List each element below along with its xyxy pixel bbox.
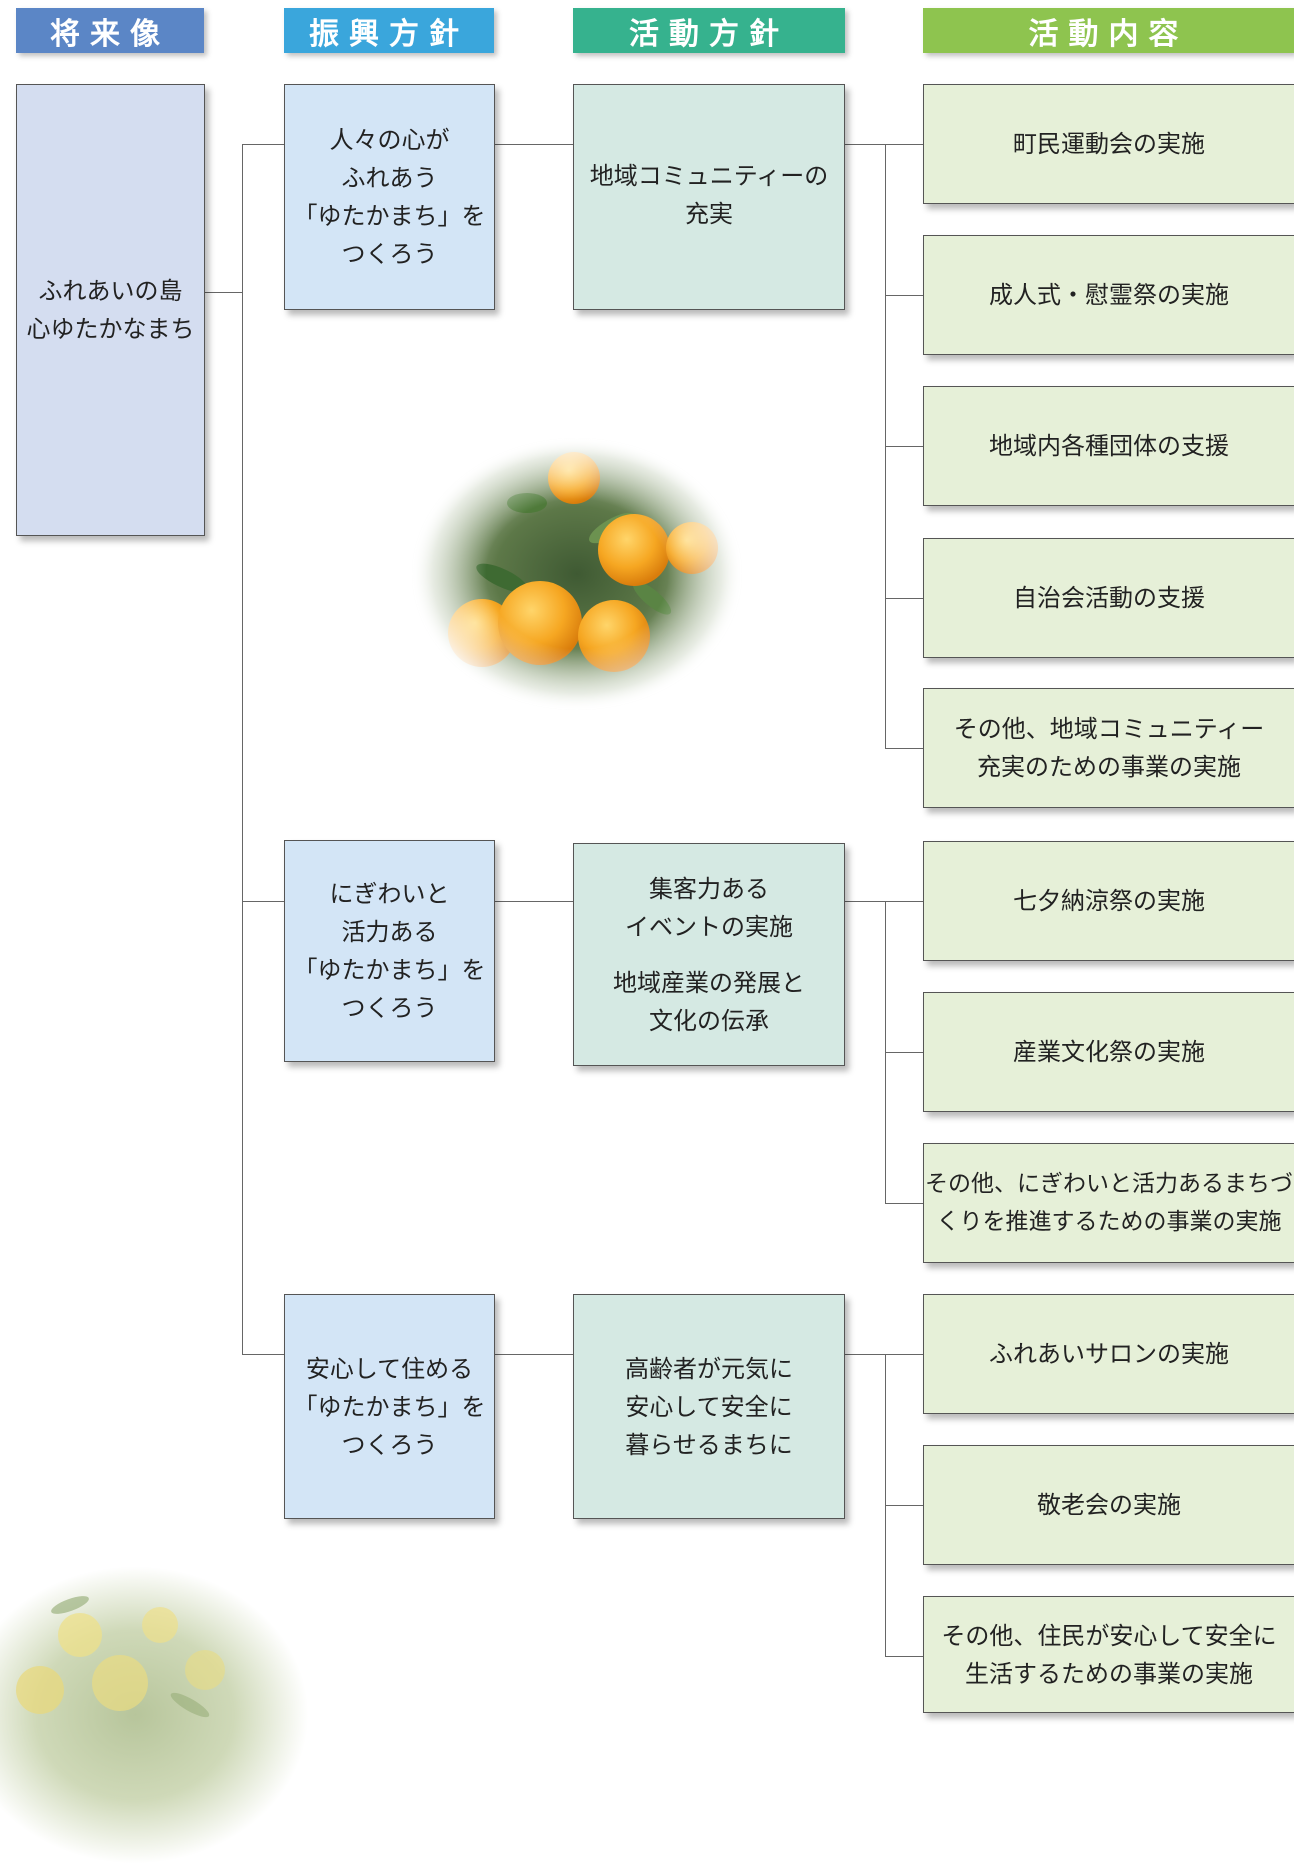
header-activity-content: 活動内容 bbox=[923, 8, 1294, 53]
citrus-photo-corner bbox=[0, 1565, 310, 1865]
promotion-box: 人々の心が ふれあう 「ゆたかまち」を つくろう bbox=[284, 84, 495, 310]
activity-content-text: ふれあいサロンの実施 bbox=[989, 1340, 1229, 1368]
activity-content-box: 地域内各種団体の支援 bbox=[923, 386, 1294, 506]
activity-content-text: 産業文化祭の実施 bbox=[1013, 1038, 1205, 1066]
activity-content-box: 産業文化祭の実施 bbox=[923, 992, 1294, 1112]
activity-content-box: 自治会活動の支援 bbox=[923, 538, 1294, 658]
connector-content-1-1 bbox=[885, 1052, 923, 1053]
activity-content-text: 七夕納涼祭の実施 bbox=[1013, 887, 1205, 915]
activity-content-text: その他、住民が安心して安全に 生活するための事業の実施 bbox=[941, 1621, 1277, 1688]
header-promotion-policy: 振興方針 bbox=[284, 8, 494, 53]
promotion-box: 安心して住める 「ゆたかまち」を つくろう bbox=[284, 1294, 495, 1519]
connector-content-2-0 bbox=[885, 1354, 923, 1355]
activity-content-box: 七夕納涼祭の実施 bbox=[923, 841, 1294, 961]
activity-policy-box: 集客力ある イベントの実施 地域産業の発展と 文化の伝承 bbox=[573, 843, 845, 1066]
activity-content-text: 地域内各種団体の支援 bbox=[989, 432, 1229, 460]
lemon-fruit-icon bbox=[16, 1596, 225, 1718]
vision-text: ふれあいの島 心ゆたかなまち bbox=[26, 277, 195, 343]
promotion-box: にぎわいと 活力ある 「ゆたかまち」を つくろう bbox=[284, 840, 495, 1062]
activity-content-text: 自治会活動の支援 bbox=[1013, 584, 1205, 612]
citrus-fruit-icon bbox=[412, 438, 742, 710]
citrus-photo bbox=[412, 438, 742, 710]
connector-content-1-2 bbox=[885, 1203, 923, 1204]
connector-content-0-1 bbox=[885, 295, 923, 296]
activity-content-text: 敬老会の実施 bbox=[1037, 1491, 1181, 1519]
activity-content-box: 町民運動会の実施 bbox=[923, 84, 1294, 204]
promotion-text: にぎわいと 活力ある 「ゆたかまち」を つくろう bbox=[293, 880, 486, 1022]
activity-policy-box: 高齢者が元気に 安心して安全に 暮らせるまちに bbox=[573, 1294, 845, 1519]
activity-policy-text: 地域産業の発展と 文化の伝承 bbox=[613, 968, 805, 1035]
activity-content-box: ふれあいサロンの実施 bbox=[923, 1294, 1294, 1414]
connector-content-0-3 bbox=[885, 598, 923, 599]
activity-content-box: 成人式・慰霊祭の実施 bbox=[923, 235, 1294, 355]
connector-policy-0-out bbox=[845, 144, 885, 145]
connector-promo-2-policy-2 bbox=[495, 1354, 573, 1355]
activity-content-box: その他、住民が安心して安全に 生活するための事業の実施 bbox=[923, 1596, 1294, 1713]
activity-content-text: その他、にぎわいと活力あるまちづ くりを推進するための事業の実施 bbox=[925, 1171, 1293, 1235]
connector-vision-trunk bbox=[242, 144, 243, 1354]
header-activity-policy: 活動方針 bbox=[573, 8, 845, 53]
activity-content-text: 成人式・慰霊祭の実施 bbox=[989, 281, 1229, 309]
connector-promo-2-in bbox=[242, 1354, 284, 1355]
activity-policy-text: 集客力ある イベントの実施 bbox=[625, 874, 793, 941]
connector-promo-0-in bbox=[242, 144, 284, 145]
activity-content-text: その他、地域コミュニティー 充実のための事業の実施 bbox=[953, 715, 1265, 781]
activity-policy-text: 地域コミュニティーの 充実 bbox=[589, 162, 829, 228]
connector-content-0-4 bbox=[885, 748, 923, 749]
promotion-text: 人々の心が ふれあう 「ゆたかまち」を つくろう bbox=[293, 126, 486, 268]
connector-promo-1-policy-1 bbox=[495, 901, 573, 902]
activity-content-box: その他、にぎわいと活力あるまちづ くりを推進するための事業の実施 bbox=[923, 1143, 1294, 1263]
connector-vision-out bbox=[205, 292, 243, 293]
connector-content-1-0 bbox=[885, 901, 923, 902]
connector-content-2-2 bbox=[885, 1656, 923, 1657]
promotion-text: 安心して住める 「ゆたかまち」を つくろう bbox=[293, 1354, 486, 1459]
connector-policy-1-out bbox=[845, 901, 885, 902]
vision-box: ふれあいの島 心ゆたかなまち bbox=[16, 84, 205, 536]
connector-policy-2-out bbox=[845, 1354, 885, 1355]
activity-policy-box: 地域コミュニティーの 充実 bbox=[573, 84, 845, 310]
activity-content-text: 町民運動会の実施 bbox=[1013, 130, 1205, 158]
connector-promo-1-in bbox=[242, 901, 284, 902]
connector-content-0-2 bbox=[885, 446, 923, 447]
connector-content-2-1 bbox=[885, 1505, 923, 1506]
activity-content-box: 敬老会の実施 bbox=[923, 1445, 1294, 1565]
activity-content-box: その他、地域コミュニティー 充実のための事業の実施 bbox=[923, 688, 1294, 808]
connector-content-0-0 bbox=[885, 144, 923, 145]
connector-promo-0-policy-0 bbox=[495, 144, 573, 145]
header-vision: 将来像 bbox=[16, 8, 204, 53]
activity-policy-text: 高齢者が元気に 安心して安全に 暮らせるまちに bbox=[625, 1354, 793, 1459]
